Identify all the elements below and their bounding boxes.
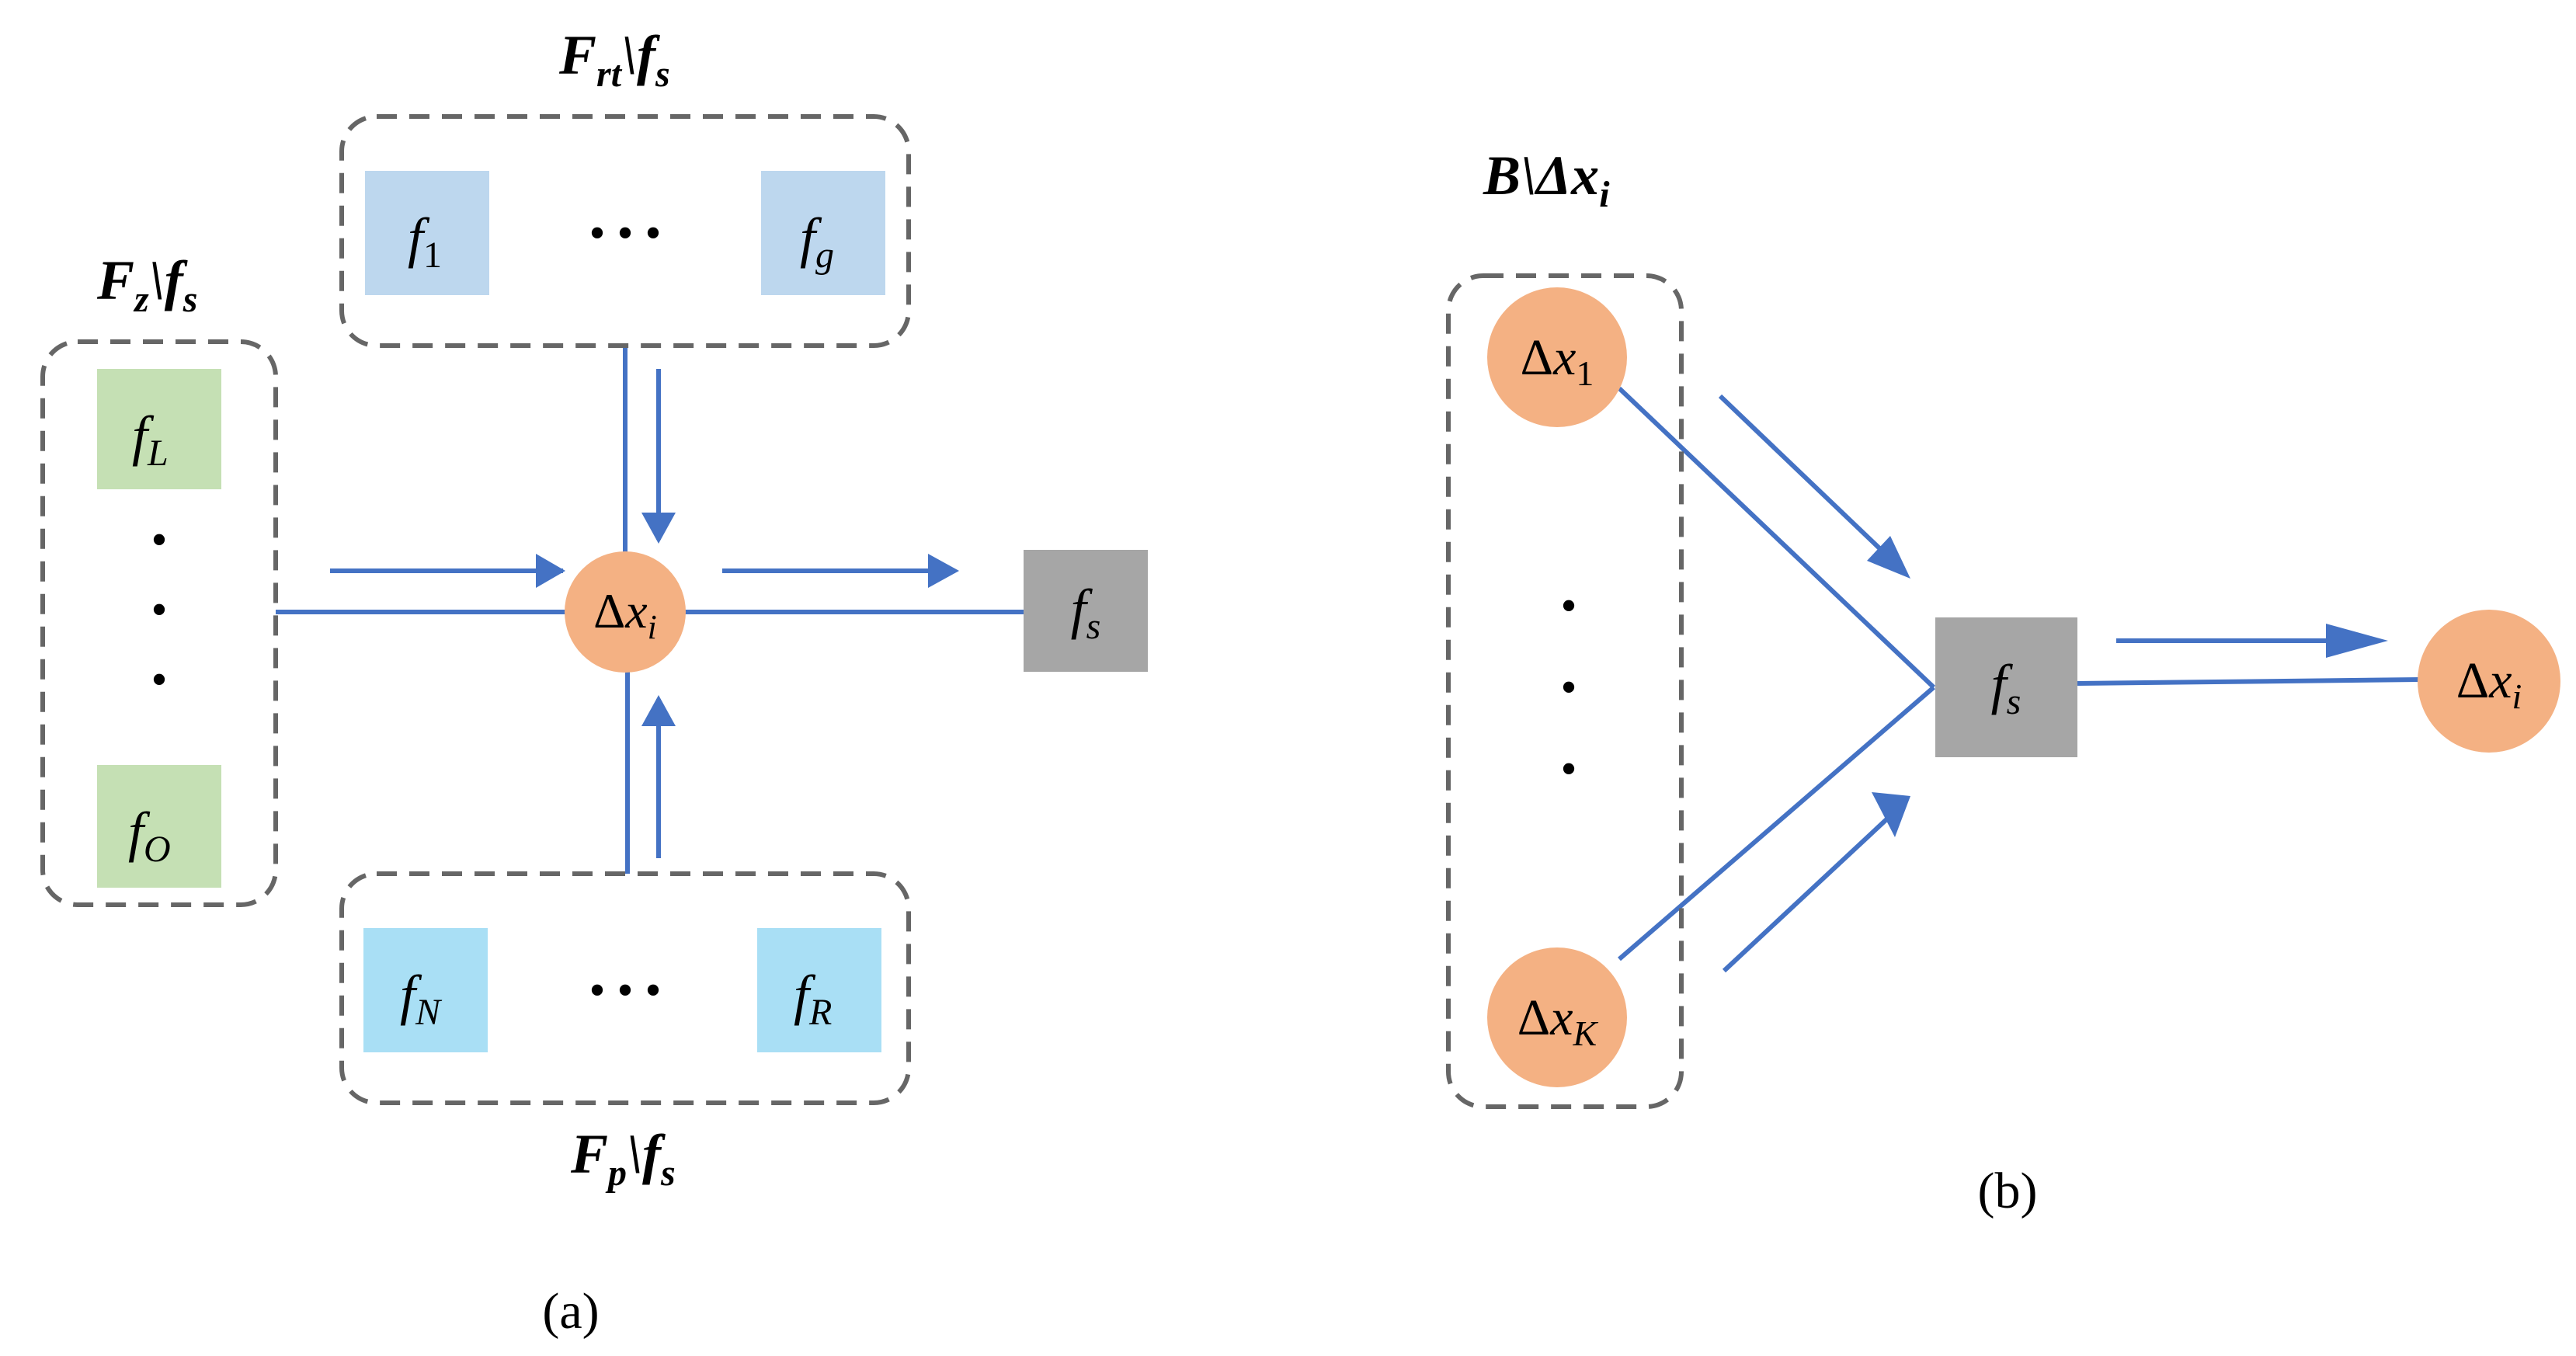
- variable-node-dxK-circle: [1487, 947, 1627, 1087]
- factor-fR-box: [757, 928, 881, 1052]
- edge-dxK-to-fs: [1618, 685, 1935, 961]
- panel-b-caption: (b): [1978, 1163, 2038, 1219]
- message-arrow-rt-head: [641, 513, 676, 544]
- factor-node-fs: fs: [1024, 550, 1148, 672]
- variable-node-dx-i-label: Δxi: [593, 583, 657, 646]
- group-rt-label: Frt\fs: [558, 24, 670, 95]
- message-arrow-fs-out-head: [2326, 624, 2388, 658]
- variable-node-dx-i-b-circle: [2418, 610, 2560, 753]
- group-p: fN • • • fR Fp\fs: [339, 871, 911, 1194]
- edge-fs-to-dxi: [2077, 677, 2420, 686]
- factor-f1-label: f1: [408, 207, 442, 276]
- variable-node-dx1-circle: [1487, 287, 1627, 427]
- variable-node-dx-i-circle: [565, 551, 686, 673]
- panel-a-edges: [276, 346, 1024, 874]
- group-p-label: Fp\fs: [570, 1123, 676, 1194]
- factor-node-fs-box: [1024, 550, 1148, 672]
- panel-a-message-arrows: [330, 369, 959, 858]
- group-p-border: [339, 871, 911, 1105]
- variable-node-dx-i: Δxi: [565, 551, 686, 673]
- message-arrow-z-head: [536, 554, 565, 588]
- factor-fg-box: [761, 171, 885, 295]
- group-rt-border: [339, 114, 911, 348]
- group-p-ellipsis: • • •: [589, 965, 661, 1016]
- group-z-border: [40, 339, 278, 907]
- group-b: B\Δxi Δx1 • • • ΔxK: [1446, 144, 1684, 1109]
- variable-node-dxK-label: ΔxK: [1517, 989, 1599, 1053]
- group-z: Fz\fs fL • • • fO: [40, 249, 278, 907]
- panel-a-caption: (a): [542, 1283, 599, 1340]
- group-z-label: Fz\fs: [96, 249, 197, 320]
- group-b-border: [1446, 273, 1684, 1109]
- message-arrow-dx1-head: [1867, 536, 1910, 579]
- factor-fL-box: [97, 369, 221, 489]
- panel-a: Frt\fs f1 • • • fg Fz\fs fL • • •: [40, 24, 1148, 1340]
- panel-b-edges: [1617, 386, 2420, 961]
- factor-fO-box: [97, 765, 221, 888]
- factor-f1-box: [365, 171, 489, 295]
- variable-node-dx-i-b-label: Δxi: [2456, 652, 2522, 716]
- group-b-ellipsis-1: •: [1560, 580, 1577, 631]
- factor-node-fs-b-box: [1935, 617, 2077, 757]
- message-arrow-p-head: [641, 695, 676, 726]
- group-rt: Frt\fs f1 • • • fg: [339, 24, 911, 348]
- factor-fN-box: [363, 928, 488, 1052]
- group-b-ellipsis-2: •: [1560, 662, 1577, 713]
- panel-b: B\Δxi Δx1 • • • ΔxK fs Δxi: [1446, 144, 2560, 1219]
- edge-dx1-to-fs: [1617, 386, 1936, 690]
- factor-fO-label: fO: [128, 801, 171, 870]
- group-b-label: B\Δxi: [1483, 144, 1610, 215]
- variable-node-dx-i-b: Δxi: [2418, 610, 2560, 753]
- variable-node-dx1-label: Δx1: [1521, 329, 1594, 393]
- panel-b-message-arrows: [1718, 394, 2388, 973]
- message-arrow-dxK-head: [1872, 792, 1910, 837]
- group-z-ellipsis-3: •: [151, 654, 167, 705]
- factor-node-fs-b: fs: [1935, 617, 2077, 757]
- message-arrow-dx1: [1718, 394, 1897, 565]
- group-z-ellipsis-1: •: [151, 514, 167, 565]
- group-b-ellipsis-3: •: [1560, 743, 1577, 794]
- factor-fR-label: fR: [794, 964, 832, 1033]
- group-z-ellipsis-2: •: [151, 584, 167, 635]
- group-rt-ellipsis: • • •: [589, 207, 661, 259]
- message-arrow-out-head: [928, 554, 959, 588]
- message-arrow-dxK: [1722, 809, 1897, 973]
